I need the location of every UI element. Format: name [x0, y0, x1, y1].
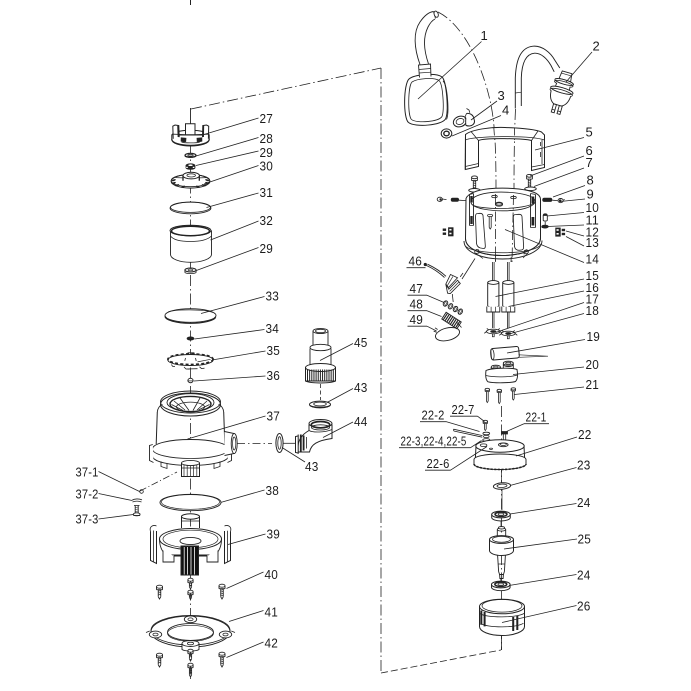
svg-text:15: 15: [586, 268, 600, 283]
svg-text:32: 32: [260, 213, 274, 228]
svg-text:43: 43: [305, 459, 319, 474]
svg-text:9: 9: [587, 187, 594, 202]
svg-text:45: 45: [354, 335, 368, 350]
svg-text:22: 22: [578, 427, 592, 442]
svg-text:19: 19: [587, 329, 601, 344]
svg-text:42: 42: [265, 636, 279, 651]
svg-text:37-3: 37-3: [76, 512, 99, 527]
svg-text:22-3,22-4,22-5: 22-3,22-4,22-5: [401, 434, 467, 449]
svg-text:10: 10: [586, 200, 600, 215]
svg-text:7: 7: [586, 155, 593, 170]
svg-text:37: 37: [267, 409, 281, 424]
svg-text:2: 2: [593, 39, 600, 54]
svg-text:6: 6: [586, 143, 593, 158]
svg-text:20: 20: [586, 357, 600, 372]
svg-text:33: 33: [266, 289, 280, 304]
svg-text:44: 44: [354, 414, 368, 429]
svg-text:40: 40: [265, 567, 279, 582]
svg-text:41: 41: [265, 605, 279, 620]
svg-text:18: 18: [586, 303, 600, 318]
svg-text:3: 3: [498, 88, 505, 103]
svg-text:49: 49: [410, 312, 424, 327]
svg-text:46: 46: [409, 254, 423, 269]
svg-text:34: 34: [266, 321, 280, 336]
svg-text:8: 8: [587, 173, 594, 188]
svg-text:29: 29: [260, 241, 274, 256]
svg-text:21: 21: [586, 377, 600, 392]
svg-text:14: 14: [586, 252, 600, 267]
svg-text:43: 43: [354, 380, 368, 395]
svg-text:26: 26: [577, 599, 591, 614]
svg-text:16: 16: [586, 280, 600, 295]
svg-text:39: 39: [267, 527, 281, 542]
svg-text:28: 28: [260, 131, 274, 146]
svg-text:36: 36: [267, 368, 281, 383]
svg-text:38: 38: [266, 483, 280, 498]
svg-text:27: 27: [260, 111, 274, 126]
svg-text:13: 13: [586, 235, 600, 250]
svg-text:47: 47: [410, 281, 424, 296]
svg-text:37-2: 37-2: [76, 487, 99, 502]
svg-text:17: 17: [586, 292, 600, 307]
svg-text:23: 23: [577, 458, 591, 473]
svg-text:24: 24: [577, 495, 591, 510]
svg-text:11: 11: [586, 213, 600, 228]
svg-text:12: 12: [586, 225, 600, 240]
svg-text:22-6: 22-6: [427, 456, 450, 471]
svg-text:37-1: 37-1: [76, 465, 99, 480]
svg-text:31: 31: [260, 185, 274, 200]
svg-text:22-2: 22-2: [422, 408, 445, 423]
svg-text:22-7: 22-7: [452, 402, 475, 417]
svg-text:25: 25: [578, 532, 592, 547]
svg-text:1: 1: [481, 28, 488, 43]
svg-text:4: 4: [502, 103, 509, 118]
svg-text:22-1: 22-1: [526, 410, 547, 425]
svg-text:5: 5: [586, 125, 593, 140]
svg-text:30: 30: [260, 159, 274, 174]
svg-text:24: 24: [577, 568, 591, 583]
svg-text:48: 48: [410, 297, 424, 312]
svg-text:35: 35: [267, 343, 281, 358]
svg-text:29: 29: [260, 145, 274, 160]
